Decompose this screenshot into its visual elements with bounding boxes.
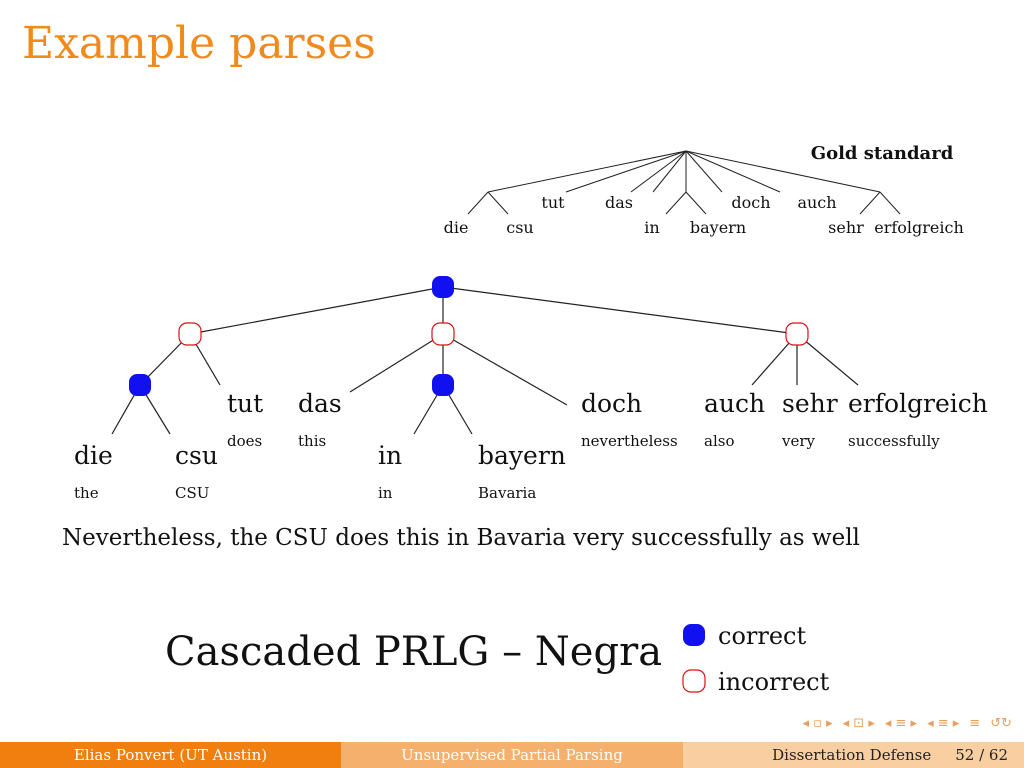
parse-word: in [378, 441, 402, 470]
footer-right: Dissertation Defense 52 / 62 [683, 742, 1024, 768]
gold-word: tut [541, 193, 565, 212]
nav-search-icon[interactable]: ↺↻ [990, 716, 1012, 731]
middle-chunk-node-incorrect [431, 322, 455, 346]
parse-word: die [74, 441, 113, 470]
gold-word: in [644, 218, 659, 237]
parse-word: erfolgreich [848, 389, 988, 418]
gloss-word: successfully [848, 432, 940, 450]
gold-word: sehr [828, 218, 864, 237]
gold-word: doch [731, 193, 770, 212]
footer-bar: Elias Ponvert (UT Austin) Unsupervised P… [0, 742, 1024, 768]
right-chunk-node-incorrect [785, 322, 809, 346]
parse-word: bayern [478, 441, 566, 470]
legend-correct-label: correct [718, 622, 806, 650]
footer-page-number: 52 / 62 [955, 746, 1008, 764]
gold-word: csu [506, 218, 533, 237]
gloss-word: Bavaria [478, 484, 536, 502]
footer-event: Dissertation Defense [772, 746, 932, 764]
gold-standard-tree [467, 150, 901, 215]
beamer-navigation: ◂ ▫ ▸ ◂ ⊡ ▸ ◂ ≡ ▸ ◂ ≡ ▸ ≡ ↺↻ [803, 716, 1013, 731]
gloss-word: CSU [175, 484, 209, 502]
left-chunk-node-incorrect [178, 322, 202, 346]
parse-tree-edges [111, 286, 859, 435]
parse-word: auch [704, 389, 765, 418]
parse-word: tut [227, 389, 263, 418]
nav-align-icon[interactable]: ≡ [969, 716, 981, 731]
gloss-word: very [781, 432, 816, 450]
translation-sentence: Nevertheless, the CSU does this in Bavar… [62, 525, 860, 551]
parse-word: das [298, 389, 342, 418]
gold-word: das [605, 193, 633, 212]
in-bayern-node-correct [432, 374, 454, 396]
parse-word: doch [581, 389, 642, 418]
legend-incorrect-label: incorrect [718, 668, 830, 696]
gold-word: erfolgreich [874, 218, 964, 237]
gloss-word: also [704, 432, 734, 450]
gloss-word: this [298, 432, 326, 450]
gold-word: die [444, 218, 469, 237]
parse-word: sehr [782, 389, 838, 418]
root-node-correct [432, 276, 454, 298]
gloss-word: nevertheless [581, 432, 678, 450]
gloss-word: does [227, 432, 262, 450]
legend-correct-swatch [683, 624, 705, 646]
gloss-word: in [378, 484, 393, 502]
die-csu-node-correct [129, 374, 151, 396]
legend-incorrect-swatch [682, 669, 706, 693]
gold-word: auch [797, 193, 836, 212]
model-label: Cascaded PRLG – Negra [165, 629, 663, 675]
gold-standard-label: Gold standard [811, 143, 954, 164]
nav-subsection-icon[interactable]: ◂ ≡ ▸ [884, 716, 918, 731]
slide-title: Example parses [22, 18, 376, 69]
nav-section-icon[interactable]: ◂ ≡ ▸ [927, 716, 960, 731]
parse-diagram: die csu tut das in bayern doch auch sehr… [62, 143, 988, 696]
parse-word: csu [175, 441, 218, 470]
gold-word: bayern [690, 218, 746, 237]
footer-talk-title: Unsupervised Partial Parsing [341, 742, 683, 768]
nav-frame-icon[interactable]: ◂ ⊡ ▸ [842, 716, 875, 731]
nav-prev-icon[interactable]: ◂ ▫ ▸ [802, 716, 833, 731]
gloss-word: the [74, 484, 99, 502]
footer-author: Elias Ponvert (UT Austin) [0, 742, 341, 768]
